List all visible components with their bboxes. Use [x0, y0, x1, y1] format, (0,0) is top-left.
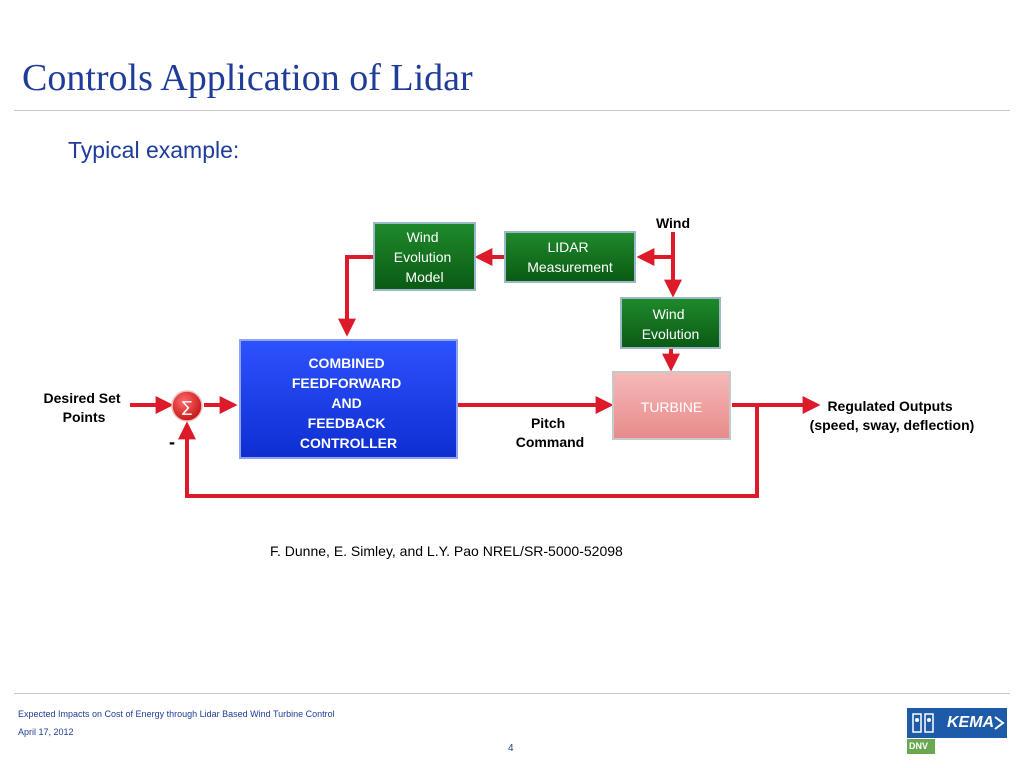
controller-line: FEEDFORWARD	[292, 375, 401, 391]
controller-line: CONTROLLER	[300, 435, 397, 451]
wind-evolution-line: Evolution	[642, 326, 700, 342]
minus-sign: -	[169, 432, 175, 452]
wind-evolution-block: Wind Evolution	[620, 297, 721, 349]
controller-line: FEEDBACK	[308, 415, 386, 431]
turbine-block: TURBINE	[612, 371, 731, 440]
controller-line: AND	[331, 395, 361, 411]
title-divider	[14, 110, 1010, 111]
logo-dnv-text: DNV	[909, 741, 929, 751]
combined-controller-block: COMBINED FEEDFORWARD AND FEEDBACK CONTRO…	[239, 339, 458, 459]
wind-evolution-model-line: Evolution	[394, 249, 452, 265]
turbine-label: TURBINE	[641, 399, 702, 415]
wind-evolution-model-block: Wind Evolution Model	[373, 222, 476, 291]
svg-text:COMBINED FEEDFORWARD: COMBINED FEEDFORWARD AND FEEDBACK CONTRO…	[292, 355, 405, 451]
lightning-icon	[994, 716, 1005, 730]
footer-presentation-title: Expected Impacts on Cost of Energy throu…	[18, 709, 335, 719]
kema-dnv-logo: KEMA DNV	[907, 708, 1007, 754]
slide-title: Controls Application of Lidar	[22, 57, 473, 99]
svg-text:Wind Evolution Mod: Wind Evolution Model	[394, 229, 455, 285]
svg-text:Wind Evolution: Wind Evolution	[642, 306, 700, 342]
footer-date: April 17, 2012	[18, 727, 74, 737]
summation-junction: ∑	[171, 390, 203, 422]
lidar-measurement-line: LIDAR	[547, 239, 588, 255]
controller-line: COMBINED	[308, 355, 384, 371]
footer-divider	[14, 693, 1010, 694]
wind-evolution-model-line: Model	[405, 269, 443, 285]
desired-set-points-label: Desired Set Points	[44, 390, 125, 425]
lidar-measurement-line: Measurement	[527, 259, 613, 275]
slide-subtitle: Typical example:	[68, 137, 240, 163]
anchor-emblem-icon	[912, 713, 934, 733]
svg-text:LIDAR Measurement: LIDAR Measurement	[527, 239, 613, 275]
logo-kema-band: KEMA	[907, 708, 1007, 738]
pitch-command-label: Pitch Command	[516, 415, 584, 450]
arrow-model-to-controller	[338, 255, 374, 337]
logo-kema-text: KEMA	[947, 714, 995, 731]
feedback-loop	[178, 405, 759, 498]
wind-label: Wind	[656, 215, 690, 231]
page-number: 4	[508, 743, 514, 754]
wind-evolution-model-line: Wind	[407, 229, 439, 245]
regulated-outputs-label: Regulated Outputs (speed, sway, deflecti…	[810, 398, 975, 433]
logo-dnv-badge: DNV	[907, 739, 935, 754]
lidar-measurement-block: LIDAR Measurement	[504, 231, 636, 283]
citation: F. Dunne, E. Simley, and L.Y. Pao NREL/S…	[270, 543, 623, 559]
wind-evolution-line: Wind	[653, 306, 685, 322]
summation-symbol: ∑	[182, 398, 192, 416]
